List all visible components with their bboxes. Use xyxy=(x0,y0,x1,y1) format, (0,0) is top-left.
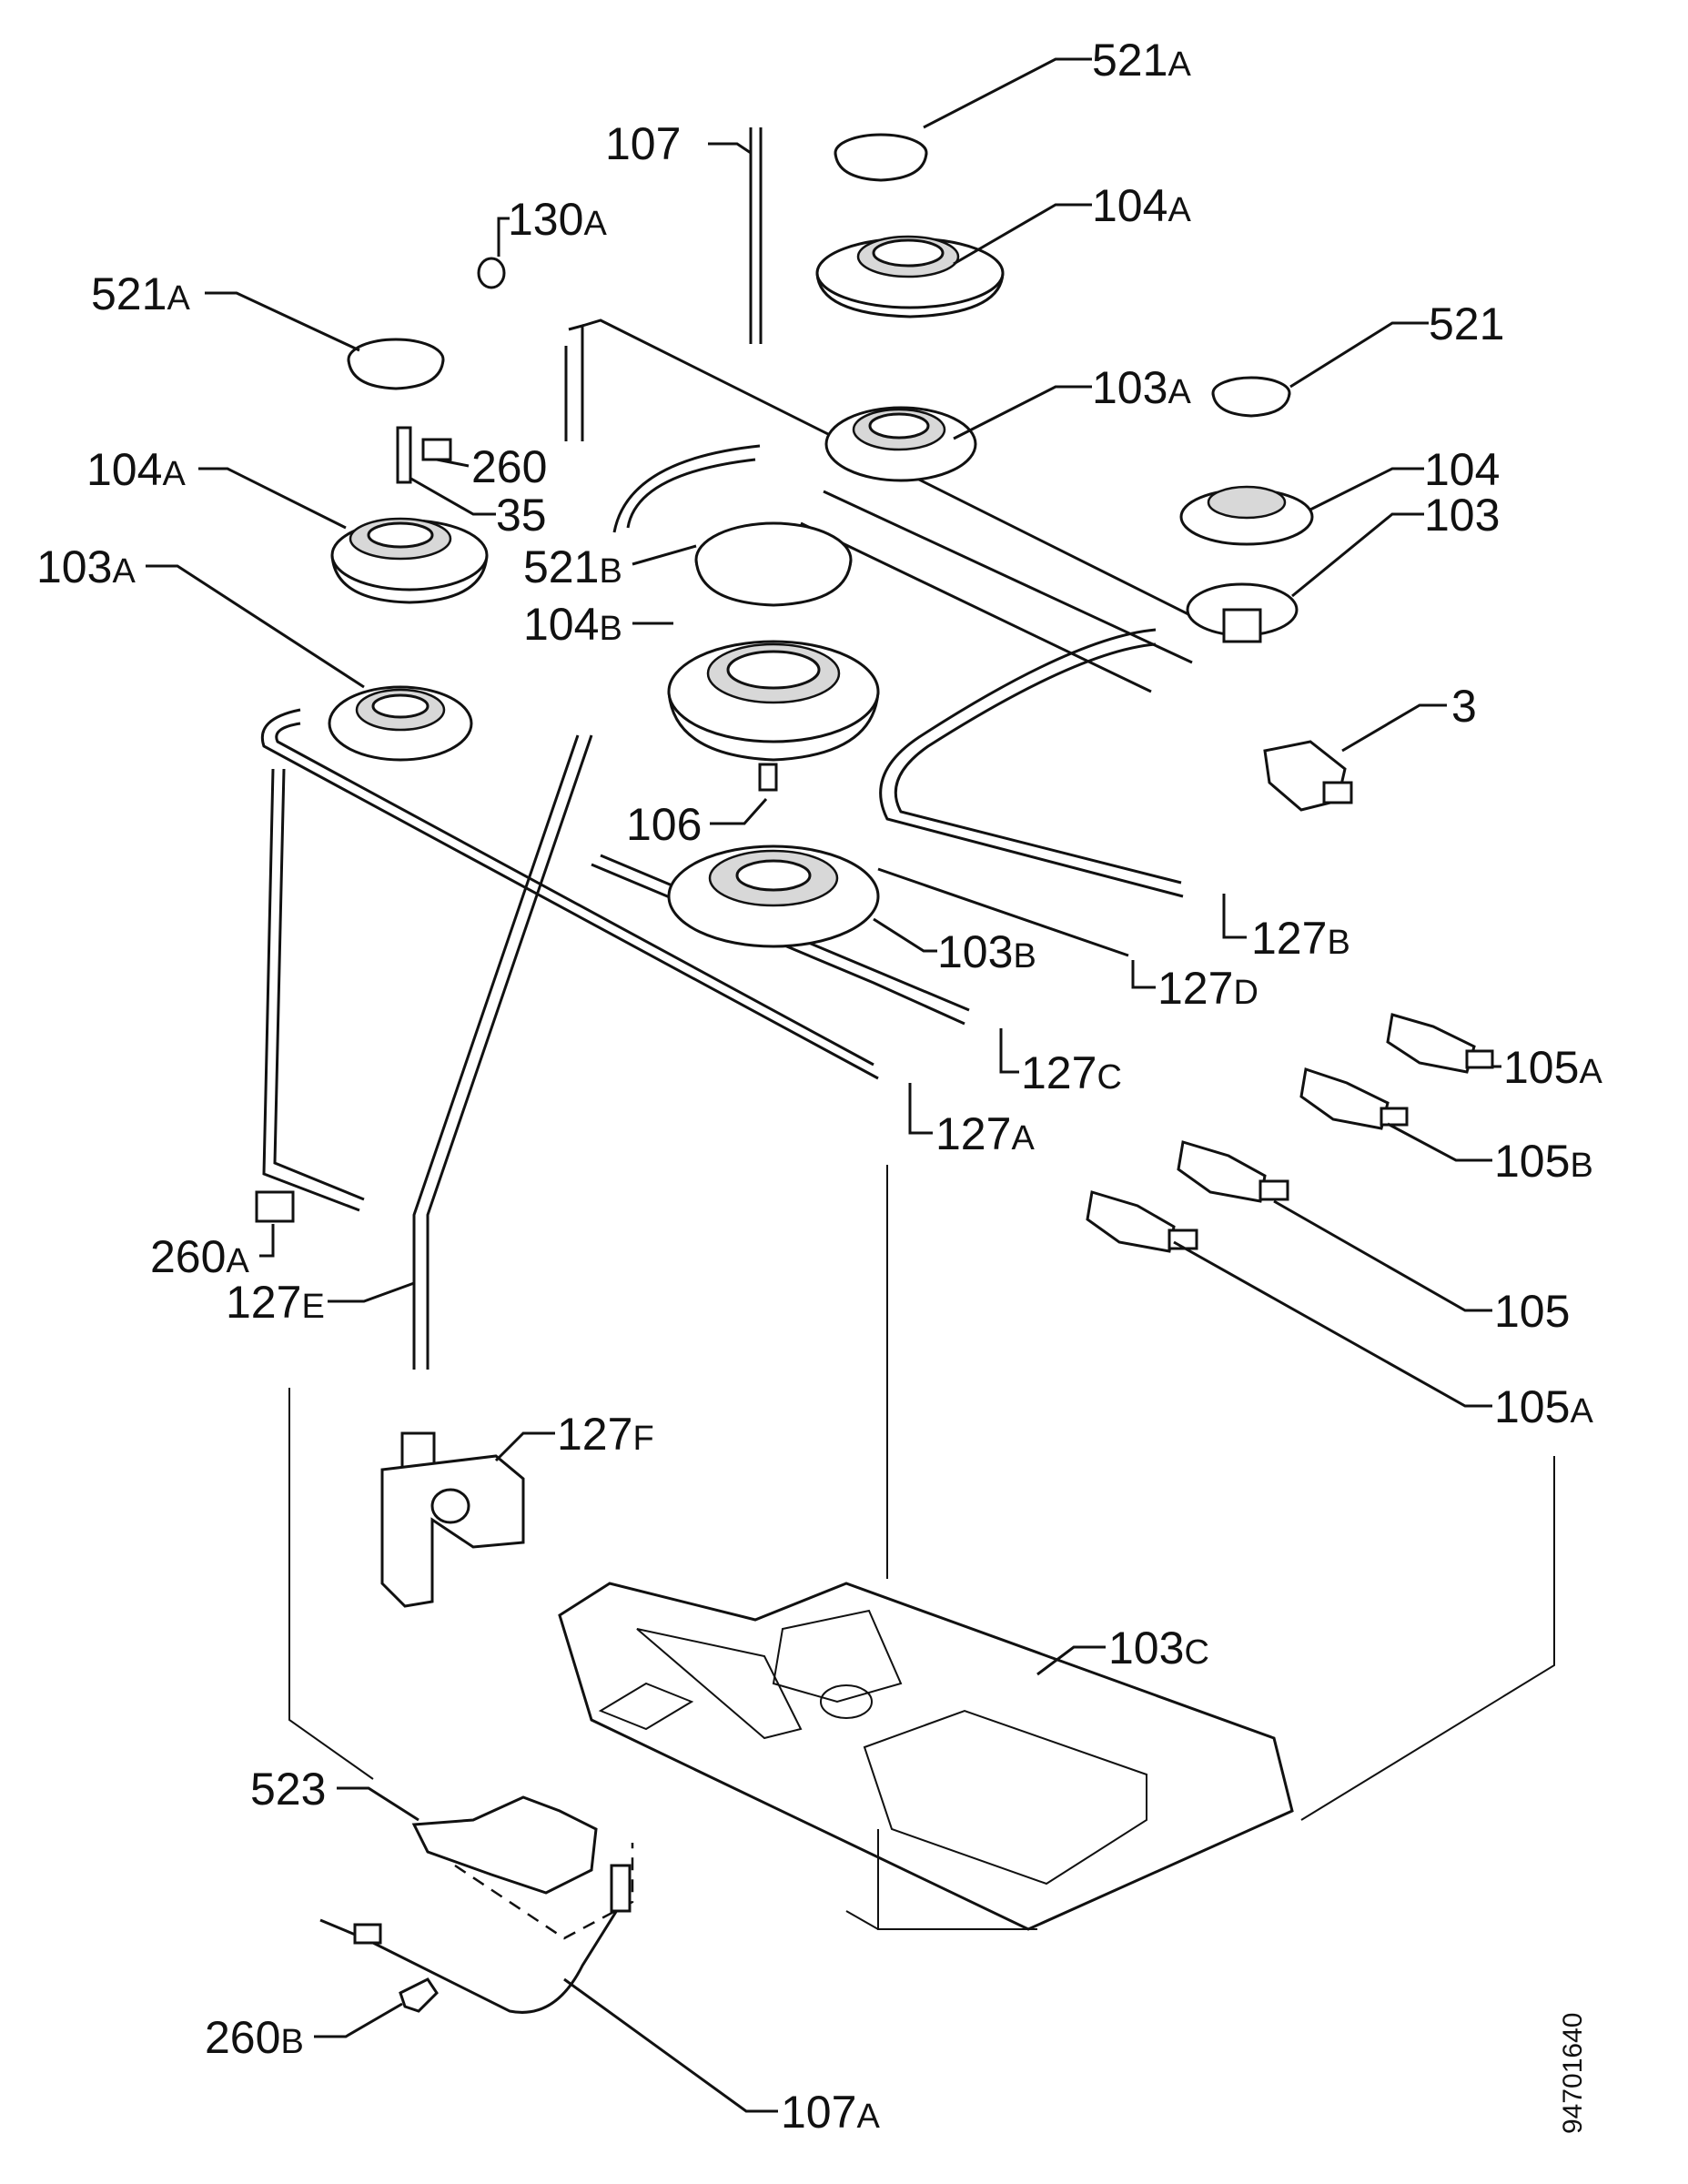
callout-105a-upper: 105A xyxy=(1503,1042,1602,1093)
burner-base-103-right xyxy=(1186,582,1299,643)
callout-521a-top: 521A xyxy=(1092,35,1191,86)
burner-base-103b-center xyxy=(667,844,880,948)
callout-521a-left: 521A xyxy=(91,268,190,319)
callout-260b: 260B xyxy=(205,2012,304,2063)
injector-106 xyxy=(758,763,778,792)
callout-105: 105 xyxy=(1494,1286,1570,1337)
callout-523: 523 xyxy=(250,1764,326,1815)
burner-cap-521a-top xyxy=(834,133,928,182)
callout-260a: 260A xyxy=(150,1231,249,1282)
gas-tray-103c xyxy=(558,1582,1294,1931)
bracket-127f xyxy=(380,1431,525,1608)
callout-127f: 127F xyxy=(557,1409,654,1460)
callout-107: 107 xyxy=(605,118,681,169)
burner-cap-521a-left xyxy=(347,338,445,390)
callout-35: 35 xyxy=(496,490,547,541)
callout-130a: 130A xyxy=(508,194,607,245)
burner-crown-104-right xyxy=(1179,485,1314,546)
igniter-plug-35 xyxy=(396,426,452,484)
callout-103a-top: 103A xyxy=(1092,362,1191,413)
callout-127a: 127A xyxy=(935,1108,1035,1159)
burner-crown-104a-top xyxy=(815,235,1005,318)
burner-cap-521-right xyxy=(1211,376,1291,418)
tap-3 xyxy=(1263,740,1353,812)
spring-clip-130a xyxy=(477,257,506,289)
callout-105a-lower: 105A xyxy=(1494,1381,1593,1432)
callout-127b: 127B xyxy=(1251,913,1350,964)
callout-106: 106 xyxy=(626,799,702,850)
thermocouple-107a xyxy=(319,1864,632,2014)
drawing-code: 94701640 xyxy=(1558,2013,1588,2134)
valve-105 xyxy=(1177,1140,1289,1203)
igniter-unit-523 xyxy=(411,1795,634,1940)
gas-pipes xyxy=(261,127,1202,1370)
callout-104a-top: 104A xyxy=(1092,180,1191,231)
burner-crown-104b-center xyxy=(667,640,880,762)
callout-103: 103 xyxy=(1424,490,1500,541)
leader-lines xyxy=(146,57,1501,2113)
valve-105b xyxy=(1299,1067,1409,1130)
callout-521b: 521B xyxy=(523,541,622,592)
valve-105a-upper xyxy=(1386,1013,1494,1074)
callout-104a-left: 104A xyxy=(86,444,186,495)
grouping-lines xyxy=(288,1165,1555,1821)
burner-base-103a-top xyxy=(824,406,977,482)
callout-104b: 104B xyxy=(523,599,622,650)
burner-base-103a-left xyxy=(328,685,473,762)
callout-104: 104 xyxy=(1424,444,1500,495)
callout-labels: 521A 107 104A 130A 521A 521 103A 260 104… xyxy=(36,35,1602,2138)
callout-3: 3 xyxy=(1451,681,1477,732)
callout-103b: 103B xyxy=(937,926,1036,977)
callout-103c: 103C xyxy=(1108,1623,1209,1673)
callout-260: 260 xyxy=(471,441,547,492)
burner-crown-104a-left xyxy=(330,517,489,604)
callout-105b: 105B xyxy=(1494,1136,1593,1187)
clip-260a xyxy=(255,1190,295,1223)
callout-103a-left: 103A xyxy=(36,541,136,592)
callout-127c: 127C xyxy=(1021,1047,1122,1098)
burner-cap-521b-center xyxy=(694,521,853,607)
callout-521: 521 xyxy=(1429,298,1504,349)
callout-127d: 127D xyxy=(1157,963,1258,1014)
valve-105a-lower xyxy=(1086,1190,1198,1253)
plug-260b xyxy=(399,1977,439,2013)
callout-107a: 107A xyxy=(781,2087,880,2138)
callout-127e: 127E xyxy=(226,1277,325,1328)
